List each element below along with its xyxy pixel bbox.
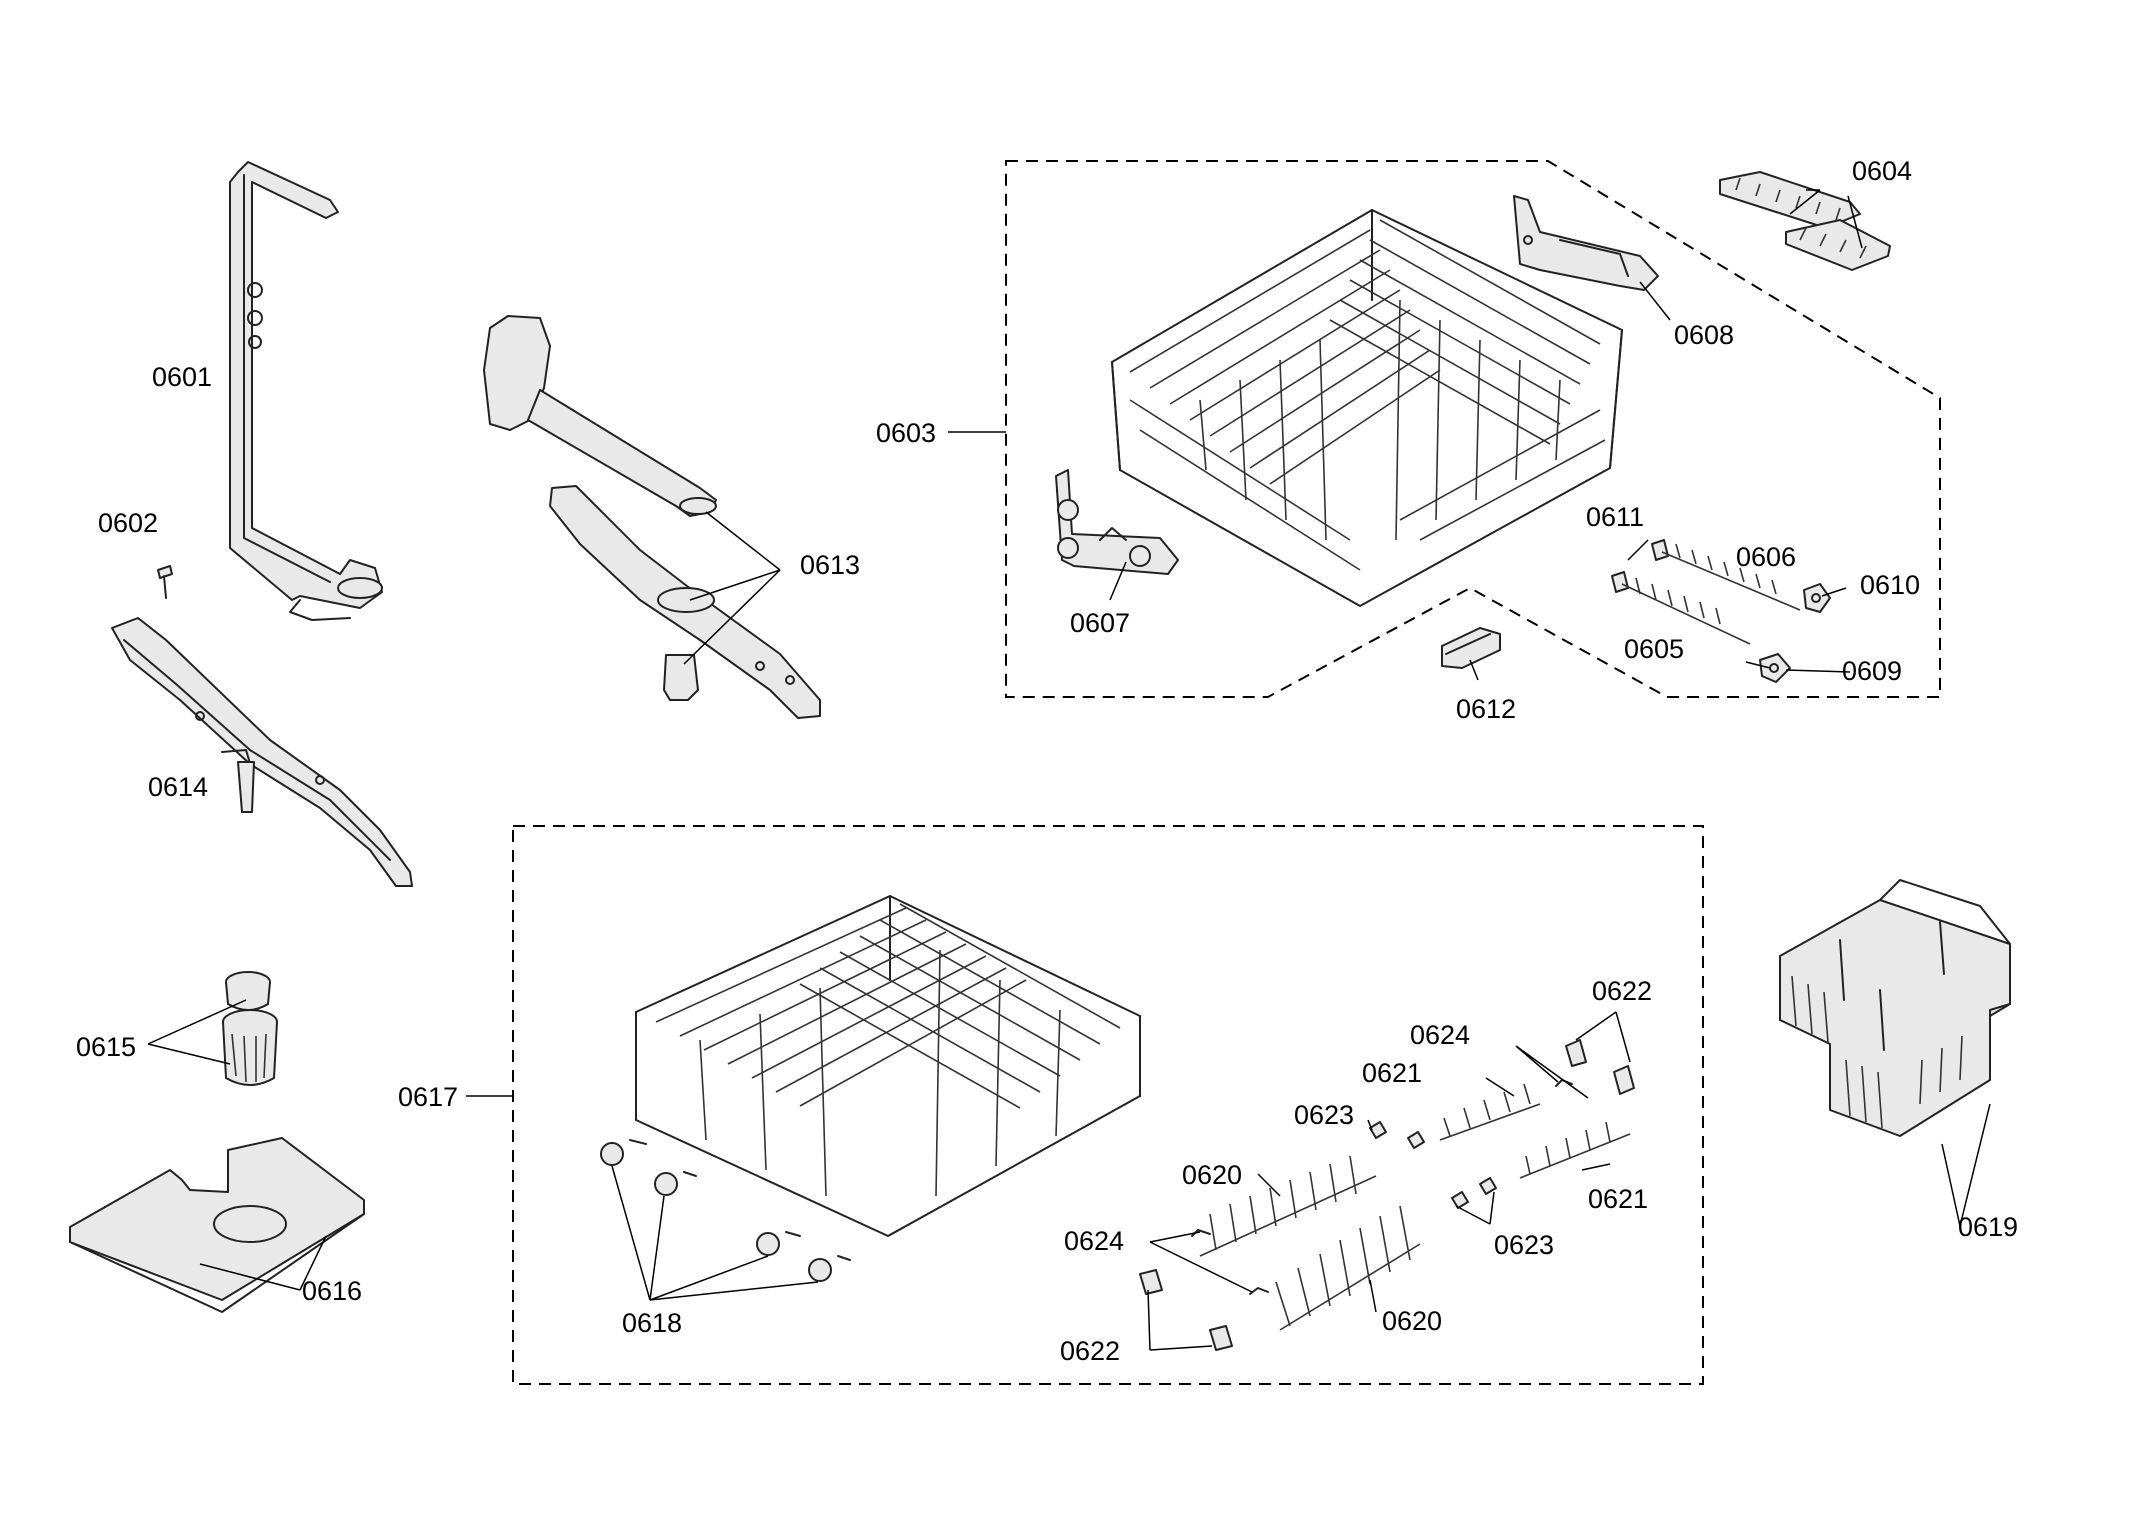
- label-0604: 0604: [1852, 156, 1912, 186]
- filter-part[interactable]: [222, 971, 278, 1086]
- label-0606: 0606: [1736, 542, 1796, 572]
- rack-handle-part[interactable]: [1441, 627, 1501, 669]
- label-0621-lower: 0621: [1588, 1184, 1648, 1214]
- label-0611: 0611: [1586, 502, 1644, 532]
- label-0620-upper: 0620: [1182, 1160, 1242, 1190]
- label-0620-lower: 0620: [1382, 1306, 1442, 1336]
- label-0605: 0605: [1624, 634, 1684, 664]
- clip-part-0610[interactable]: [1803, 583, 1831, 613]
- upper-tine-rows-part[interactable]: [1611, 539, 1801, 645]
- label-0616: 0616: [302, 1276, 362, 1306]
- lower-spray-arm-part[interactable]: [111, 617, 413, 887]
- cup-shelf-part[interactable]: [1719, 171, 1891, 271]
- label-0603: 0603: [876, 418, 936, 448]
- label-0608: 0608: [1674, 320, 1734, 350]
- label-0623-upper: 0623: [1294, 1100, 1354, 1130]
- label-0622-lower: 0622: [1060, 1336, 1120, 1366]
- leader-lines: [147, 189, 1991, 1351]
- label-0621-upper: 0621: [1362, 1058, 1422, 1088]
- rack-adjuster-part[interactable]: [1513, 195, 1659, 291]
- label-0610: 0610: [1860, 570, 1920, 600]
- label-0609: 0609: [1842, 656, 1902, 686]
- label-0615: 0615: [76, 1032, 136, 1062]
- label-0624-lower: 0624: [1064, 1226, 1124, 1256]
- rack-roller-bracket-part[interactable]: [1055, 469, 1179, 575]
- filter-plate-part[interactable]: [69, 1137, 365, 1313]
- rack-wheel-part[interactable]: [600, 1139, 851, 1282]
- label-0617: 0617: [398, 1082, 458, 1112]
- label-0612: 0612: [1456, 694, 1516, 724]
- label-0601: 0601: [152, 362, 212, 392]
- tine-clip-part[interactable]: [1139, 1039, 1635, 1351]
- screw-part[interactable]: [157, 565, 173, 599]
- label-0622-upper: 0622: [1592, 976, 1652, 1006]
- upper-rack-group-box: [1005, 160, 1941, 698]
- label-0602: 0602: [98, 508, 158, 538]
- clip-part-0609[interactable]: [1759, 653, 1791, 683]
- label-0618: 0618: [622, 1308, 682, 1338]
- label-0619: 0619: [1958, 1212, 2018, 1242]
- upper-spray-arm-part[interactable]: [483, 315, 821, 719]
- upper-rack-part[interactable]: [1111, 209, 1623, 607]
- lower-rack-part[interactable]: [635, 895, 1141, 1237]
- label-0623-lower: 0623: [1494, 1230, 1554, 1260]
- lower-tine-rows-part[interactable]: [1199, 1083, 1631, 1331]
- label-0607: 0607: [1070, 608, 1130, 638]
- cutlery-basket-part[interactable]: [1779, 879, 2011, 1137]
- label-0613: 0613: [800, 550, 860, 580]
- lower-rack-group-box: [512, 825, 1704, 1385]
- tine-pin-part[interactable]: [1191, 1079, 1573, 1295]
- label-0614: 0614: [148, 772, 208, 802]
- label-0624-upper: 0624: [1410, 1020, 1470, 1050]
- tine-stop-part[interactable]: [1369, 1121, 1497, 1209]
- spray-tube-part[interactable]: [229, 161, 383, 621]
